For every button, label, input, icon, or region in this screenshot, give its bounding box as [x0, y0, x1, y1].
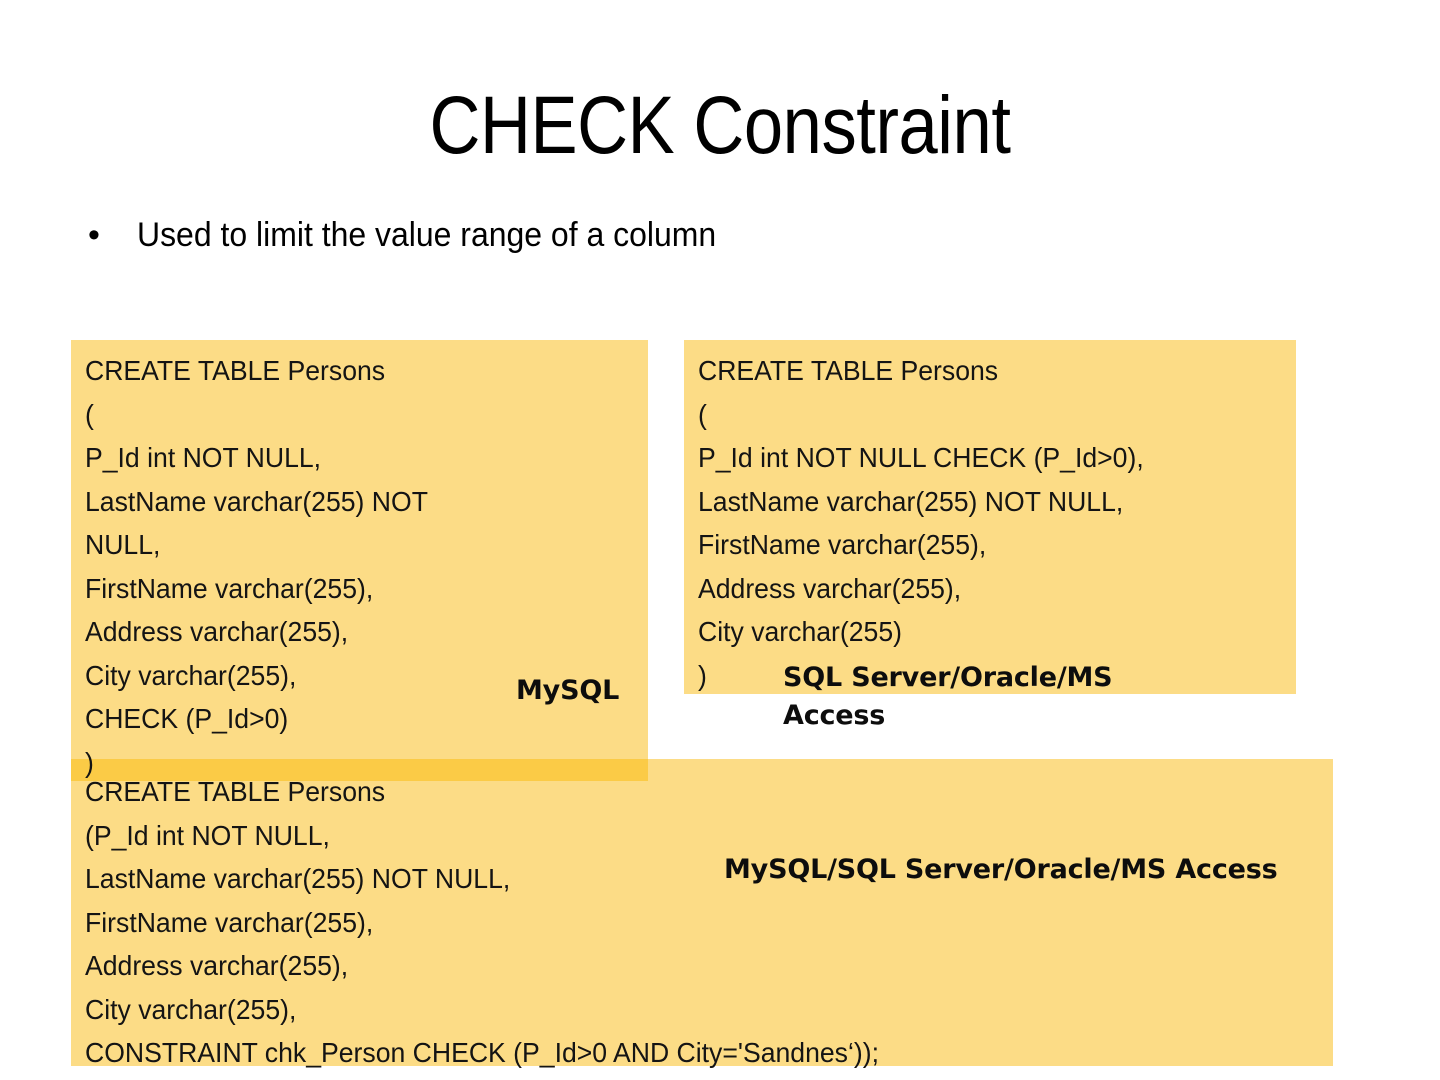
code-box-standard — [684, 340, 1296, 694]
page-title: CHECK Constraint — [429, 80, 1011, 171]
bullet-list-item: • Used to limit the value range of a col… — [84, 212, 1284, 258]
code-box-overlap-band — [71, 759, 648, 781]
bullet-marker-icon: • — [88, 216, 100, 254]
code-text-mysql: CREATE TABLE Persons ( P_Id int NOT NULL… — [85, 355, 428, 778]
db-label-standard: SQL Server/Oracle/MS Access — [783, 662, 1113, 731]
code-text-named-constraint: CREATE TABLE Persons (P_Id int NOT NULL,… — [85, 776, 880, 1068]
db-label-mysql: MySQL — [516, 675, 620, 706]
bullet-item-label: Used to limit the value range of a colum… — [137, 216, 717, 254]
code-box-mysql — [71, 340, 648, 762]
code-text-standard: CREATE TABLE Persons ( P_Id int NOT NULL… — [698, 355, 1144, 691]
code-box-named-constraint — [71, 759, 1333, 1066]
db-label-named-constraint: MySQL/SQL Server/Oracle/MS Access — [724, 854, 1278, 885]
